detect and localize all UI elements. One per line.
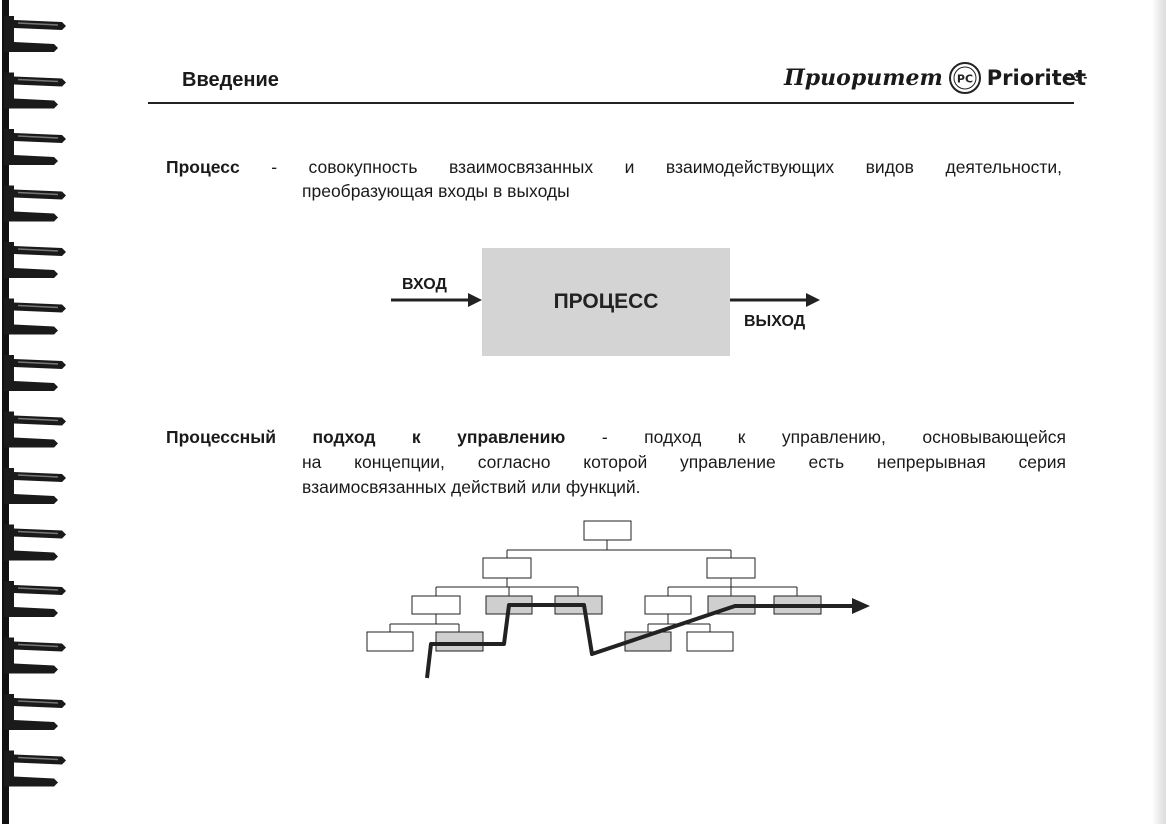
approach-definition-text: - подход к управлению, основывающейся (565, 427, 1066, 447)
process-box: ПРОЦЕСС (482, 248, 730, 356)
pc-logo-icon: PC (948, 62, 981, 94)
process-term: Процесс (166, 157, 240, 177)
org-box-left (482, 557, 532, 579)
binding-coil (4, 694, 66, 730)
org-box-right (706, 557, 756, 579)
process-definition-line-2: преобразующая входы в выходы (302, 181, 570, 201)
process-flow-line (425, 603, 852, 679)
binding-coil (4, 242, 66, 278)
org-box-l1 (411, 595, 461, 615)
process-definition-text: - совокупность взаимосвязанных и взаимод… (239, 157, 1062, 177)
page-title: Введение (182, 69, 279, 91)
process-box-label: ПРОЦЕСС (553, 290, 659, 313)
binding-coil (4, 468, 66, 504)
binding-coil (4, 129, 66, 165)
org-box-ll1 (366, 631, 414, 652)
header-divider (148, 102, 1074, 104)
brand-name-en: Prioritet (986, 66, 1087, 90)
approach-term: Процессный подход к управлению (166, 427, 566, 447)
binding-coil (4, 355, 66, 391)
binding-coil (4, 16, 66, 52)
approach-definition-line-2: на концепции, согласно которой управлени… (302, 452, 1066, 472)
spiral-binding (2, 0, 66, 824)
brand-logo: Приоритет PC Prioritet (784, 60, 1086, 96)
binding-coil (4, 185, 66, 222)
page-number: - 3 - (1066, 70, 1088, 84)
binding-coil (4, 411, 66, 448)
binding-coil (4, 72, 66, 109)
binding-coil (4, 524, 66, 561)
org-box-ll2 (435, 631, 484, 652)
brand-name-ru: Приоритет (784, 65, 943, 91)
logo-text: PC (957, 73, 973, 86)
input-label: ВХОД (402, 276, 447, 293)
org-box-r1 (644, 595, 692, 615)
binding-coil (4, 581, 66, 617)
process-definition-line-1: Процесс - совокупность взаимосвязанных и… (166, 155, 1062, 179)
org-box-rr2 (686, 631, 734, 652)
approach-definition-line-1: Процессный подход к управлению - подход … (166, 425, 1066, 449)
binding-coil (4, 750, 66, 787)
output-label: ВЫХОД (744, 313, 806, 330)
approach-definition-line-3: взаимосвязанных действий или функций. (302, 477, 641, 497)
binding-coil (4, 298, 66, 335)
org-box-top (583, 520, 632, 541)
binding-coil (4, 637, 66, 674)
page-edge-shadow (1152, 0, 1166, 824)
process-flow-arrowhead (852, 598, 870, 614)
